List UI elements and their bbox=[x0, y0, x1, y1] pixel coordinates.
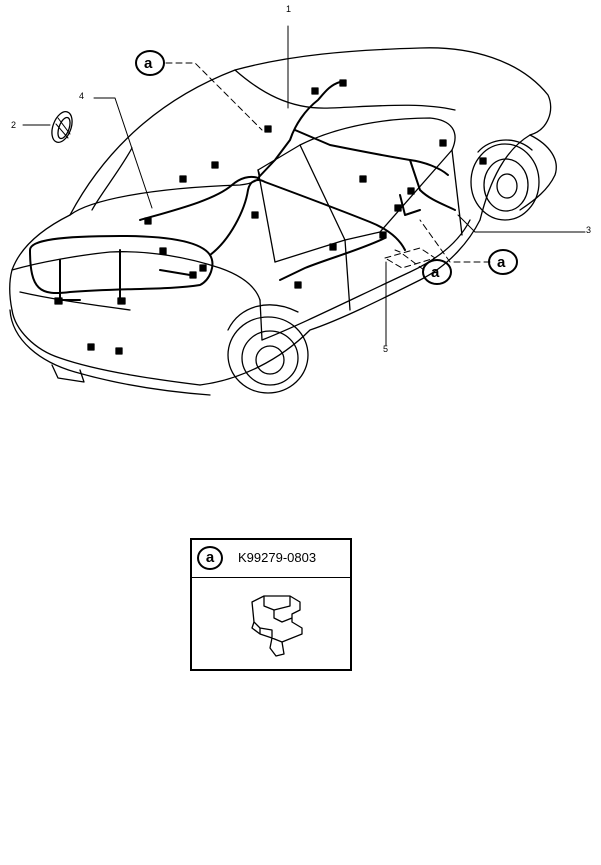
leader-lines bbox=[22, 25, 586, 346]
clip-marker-label: a bbox=[144, 55, 153, 72]
grommet-part-icon bbox=[51, 111, 73, 143]
legend-marker: a bbox=[197, 546, 223, 570]
clip-legend-box: a K99279-0803 bbox=[190, 538, 352, 671]
wiring-harness bbox=[29, 81, 456, 301]
callout-3: 3 bbox=[586, 225, 591, 235]
clip-marker-label: a bbox=[497, 254, 506, 271]
clip-part-icon bbox=[251, 595, 303, 657]
callout-4: 4 bbox=[79, 91, 84, 101]
clip-marker-label: a bbox=[431, 264, 440, 281]
clip-marker-circles bbox=[135, 50, 518, 285]
callout-1: 1 bbox=[286, 4, 291, 14]
car-body-outline bbox=[9, 47, 557, 396]
callout-2: 2 bbox=[11, 120, 16, 130]
harness-connectors bbox=[54, 79, 487, 355]
legend-part-number: K99279-0803 bbox=[238, 550, 317, 565]
clip-marker-leaders bbox=[165, 62, 491, 271]
callout-5: 5 bbox=[383, 344, 388, 354]
legend-header: a K99279-0803 bbox=[192, 540, 350, 578]
